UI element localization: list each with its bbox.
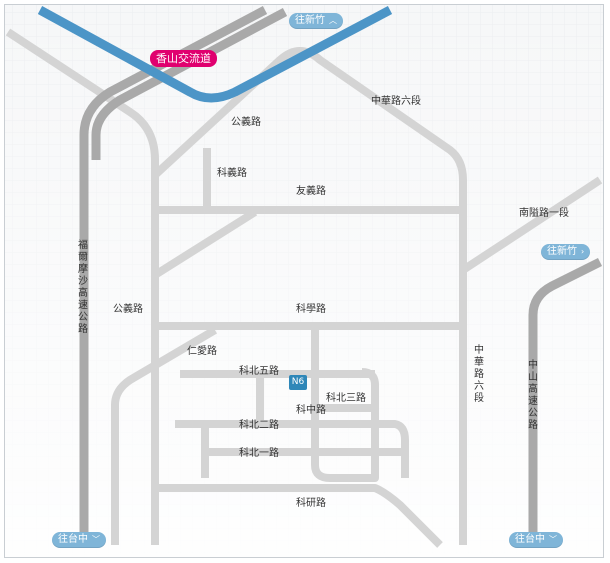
label-kebei3: 科北三路 bbox=[326, 393, 366, 404]
label-zhonghua6-top: 中華路六段 bbox=[371, 96, 421, 107]
road-keyan bbox=[155, 484, 443, 548]
to-taichung-right-label: 往台中 bbox=[515, 534, 545, 545]
label-kebei1: 科北一路 bbox=[239, 448, 279, 459]
road-kezhong-loop bbox=[311, 330, 379, 482]
freeway-3-ramp bbox=[91, 8, 288, 160]
label-kexue: 科學路 bbox=[296, 304, 326, 315]
label-kebei2: 科北二路 bbox=[239, 420, 279, 431]
label-kebei5: 科北五路 bbox=[239, 366, 279, 377]
label-youyi: 友義路 bbox=[296, 186, 326, 197]
label-gongyi-top: 公義路 bbox=[231, 117, 261, 128]
label-freeway3: 福爾摩沙高速公路 bbox=[78, 240, 88, 335]
chevron-down-icon: ﹀ bbox=[92, 535, 100, 544]
road-gongyi-top bbox=[152, 47, 467, 545]
label-kezhong: 科中路 bbox=[296, 405, 326, 416]
road-renai-upper bbox=[152, 208, 258, 279]
expressway-blue bbox=[37, 6, 393, 103]
label-renai: 仁愛路 bbox=[187, 346, 217, 357]
chevron-up-icon: ︿ bbox=[329, 16, 337, 25]
to-taichung-left-button[interactable]: 往台中 ﹀ bbox=[52, 532, 106, 548]
road-kebei2 bbox=[175, 420, 409, 478]
label-keyi: 科義路 bbox=[217, 168, 247, 179]
to-hsinchu-right-button[interactable]: 往新竹 › bbox=[541, 244, 591, 260]
road-renai-lower bbox=[111, 326, 218, 545]
to-taichung-left-label: 往台中 bbox=[58, 534, 88, 545]
freeway-3-main bbox=[79, 6, 268, 545]
label-keyan: 科研路 bbox=[296, 498, 326, 509]
interchange-label[interactable]: 香山交流道 bbox=[150, 50, 217, 67]
label-gongyi-left: 公義路 bbox=[113, 304, 143, 315]
station-marker[interactable]: N6 bbox=[289, 375, 307, 390]
to-taichung-right-button[interactable]: 往台中 ﹀ bbox=[509, 532, 563, 548]
label-freeway1: 中山高速公路 bbox=[528, 360, 538, 431]
to-hsinchu-top-button[interactable]: 往新竹 ︿ bbox=[289, 13, 343, 29]
road-west-diagonal bbox=[5, 28, 159, 545]
to-hsinchu-right-label: 往新竹 bbox=[547, 246, 577, 257]
freeway-1 bbox=[528, 257, 603, 545]
label-zhonghua6-vertical: 中華路六段 bbox=[474, 345, 484, 404]
label-nanshi1: 南隘路一段 bbox=[519, 208, 569, 219]
chevron-right-icon: › bbox=[581, 247, 585, 256]
road-nanshi bbox=[460, 176, 603, 274]
to-hsinchu-top-label: 往新竹 bbox=[295, 15, 325, 26]
chevron-down-icon: ﹀ bbox=[549, 535, 557, 544]
